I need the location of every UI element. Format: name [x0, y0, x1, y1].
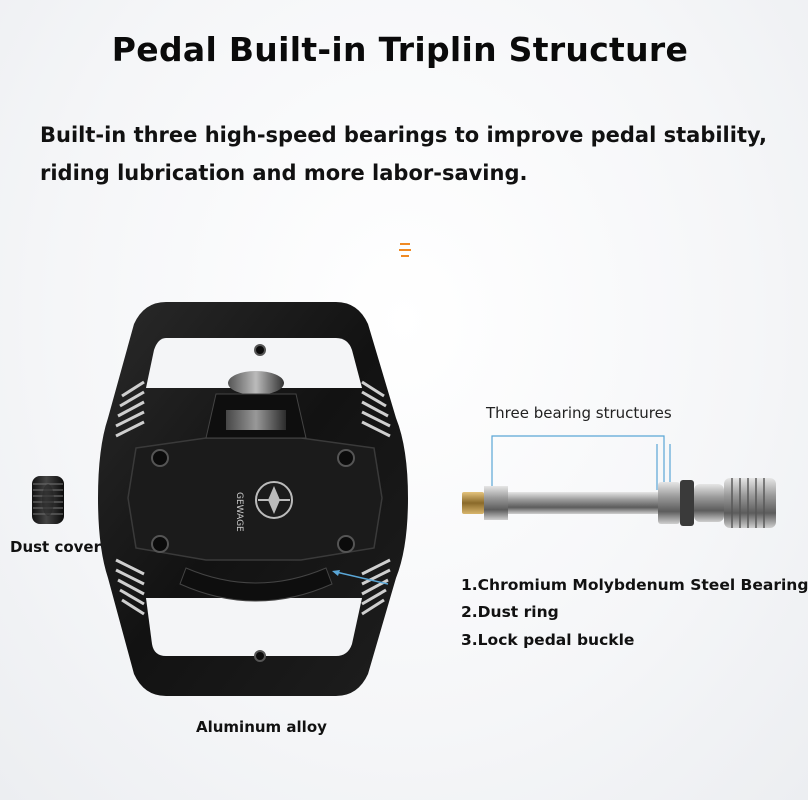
part-chromium-bearing: 1.Chromium Molybdenum Steel Bearing — [461, 576, 808, 594]
axle-image — [462, 478, 776, 528]
pedal-image — [98, 302, 408, 696]
part-lock-buckle: 3.Lock pedal buckle — [461, 631, 635, 649]
pedal-brand-text: GEWAGE — [234, 492, 244, 532]
dust-cover-image — [32, 476, 64, 524]
part-dust-ring: 2.Dust ring — [461, 603, 559, 621]
aluminum-label: Aluminum alloy — [196, 718, 327, 736]
subtitle: Built-in three high-speed bearings to im… — [40, 116, 790, 192]
page-title: Pedal Built-in Triplin Structure — [111, 30, 689, 69]
aluminum-callout-arrow — [332, 570, 389, 585]
menu-icon[interactable] — [396, 243, 414, 259]
subtitle-line-2: riding lubrication and more labor-saving… — [40, 161, 528, 185]
subtitle-line-1: Built-in three high-speed bearings to im… — [40, 123, 768, 147]
dust-cover-label: Dust cover — [10, 538, 101, 556]
bearing-structures-label: Three bearing structures — [486, 404, 672, 422]
